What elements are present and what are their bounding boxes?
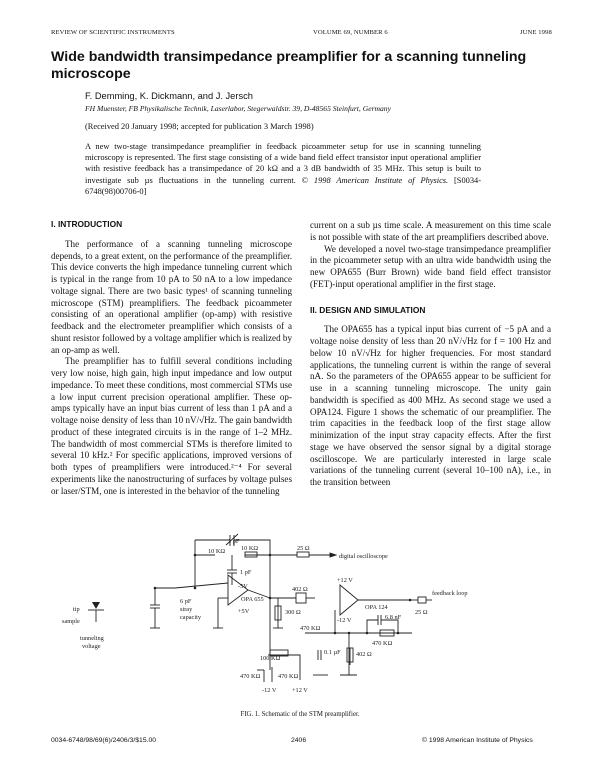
schematic-figure: 1 pF 10 KΩ 10 KΩ 25 Ω digital oscillosco… [62, 533, 468, 694]
circuit-nodes [92, 553, 412, 635]
section-heading-introduction: I. INTRODUCTION [51, 219, 123, 229]
label: tunneling [80, 635, 105, 642]
affiliation: FH Muenster, FB Physikalische Technik, L… [85, 104, 391, 113]
label: 6 pF [180, 598, 192, 605]
label: 300 Ω [285, 609, 301, 616]
section-heading-design: II. DESIGN AND SIMULATION [310, 304, 426, 315]
label: 470 KΩ [300, 625, 321, 632]
label: 1 pF [240, 569, 252, 576]
label: 402 Ω [356, 651, 372, 658]
label: OPA 124 [365, 604, 389, 611]
issue-date: JUNE 1998 [520, 29, 552, 36]
article-title: Wide bandwidth transimpedance preamplifi… [51, 49, 527, 82]
footer-copyright: © 1998 American Institute of Physics [422, 737, 533, 744]
label: 470 KΩ [278, 673, 299, 680]
tip-icon [92, 602, 100, 609]
paragraph: The performance of a scanning tunneling … [51, 238, 292, 355]
paragraph: The preamplifier has to fulfill several … [51, 356, 292, 496]
label: +12 V [337, 577, 353, 584]
label: 25 Ω [297, 545, 310, 552]
volume-number: VOLUME 69, NUMBER 6 [313, 29, 388, 36]
label: stray [180, 606, 193, 613]
paragraph: The OPA655 has a typical input bias curr… [310, 324, 551, 487]
label: +12 V [292, 687, 308, 694]
label: sample [62, 618, 80, 625]
footer-code: 0034-6748/98/69(6)/2406/3/$15.00 [51, 737, 157, 744]
abstract-doi: [S0034-6748(98)00706-0] [85, 175, 482, 196]
label: OPA 655 [241, 596, 264, 603]
label: 25 Ω [415, 609, 428, 616]
label: 470 KΩ [372, 640, 393, 647]
paragraph-continued: current on a sub µs time scale. A measur… [310, 220, 551, 242]
received-dates: (Received 20 January 1998; accepted for … [85, 122, 314, 131]
label: 1 pF [228, 538, 240, 545]
label: voltage [82, 643, 101, 650]
label: digital oscilloscope [339, 553, 388, 560]
label: capacity [180, 614, 202, 621]
page-number: 2406 [291, 737, 307, 744]
label: 402 Ω [292, 586, 308, 593]
authors: F. Demming, K. Dickmann, and J. Jersch [85, 91, 253, 101]
abstract-copyright: © 1998 American Institute of Physics. [301, 175, 449, 185]
label: 6.8 nF [385, 614, 402, 621]
journal-name: REVIEW OF SCIENTIFIC INSTRUMENTS [51, 29, 175, 36]
label: -5V [238, 583, 248, 590]
left-column: I. INTRODUCTION The performance of a sca… [51, 219, 292, 497]
paragraph: We developed a novel two-stage transimpe… [310, 243, 551, 289]
label: feedback loop [432, 590, 468, 597]
label: 10 KΩ [241, 545, 258, 552]
label: -12 V [262, 687, 277, 694]
label: 0.1 µF [324, 649, 341, 656]
abstract-text: A new two-stage transimpedance preamplif… [85, 142, 481, 185]
label: 10 KΩ [208, 548, 225, 555]
label: -12 V [337, 617, 352, 624]
label: +5V [238, 608, 250, 615]
figure-caption: FIG. 1. Schematic of the STM preamplifie… [240, 711, 360, 718]
right-column: current on a sub µs time scale. A measur… [310, 220, 551, 489]
abstract: A new two-stage transimpedance preamplif… [85, 141, 481, 197]
label: 100 KΩ [260, 655, 281, 662]
circuit-wires [88, 533, 432, 682]
label: 470 KΩ [240, 673, 261, 680]
label: tip [73, 606, 80, 613]
